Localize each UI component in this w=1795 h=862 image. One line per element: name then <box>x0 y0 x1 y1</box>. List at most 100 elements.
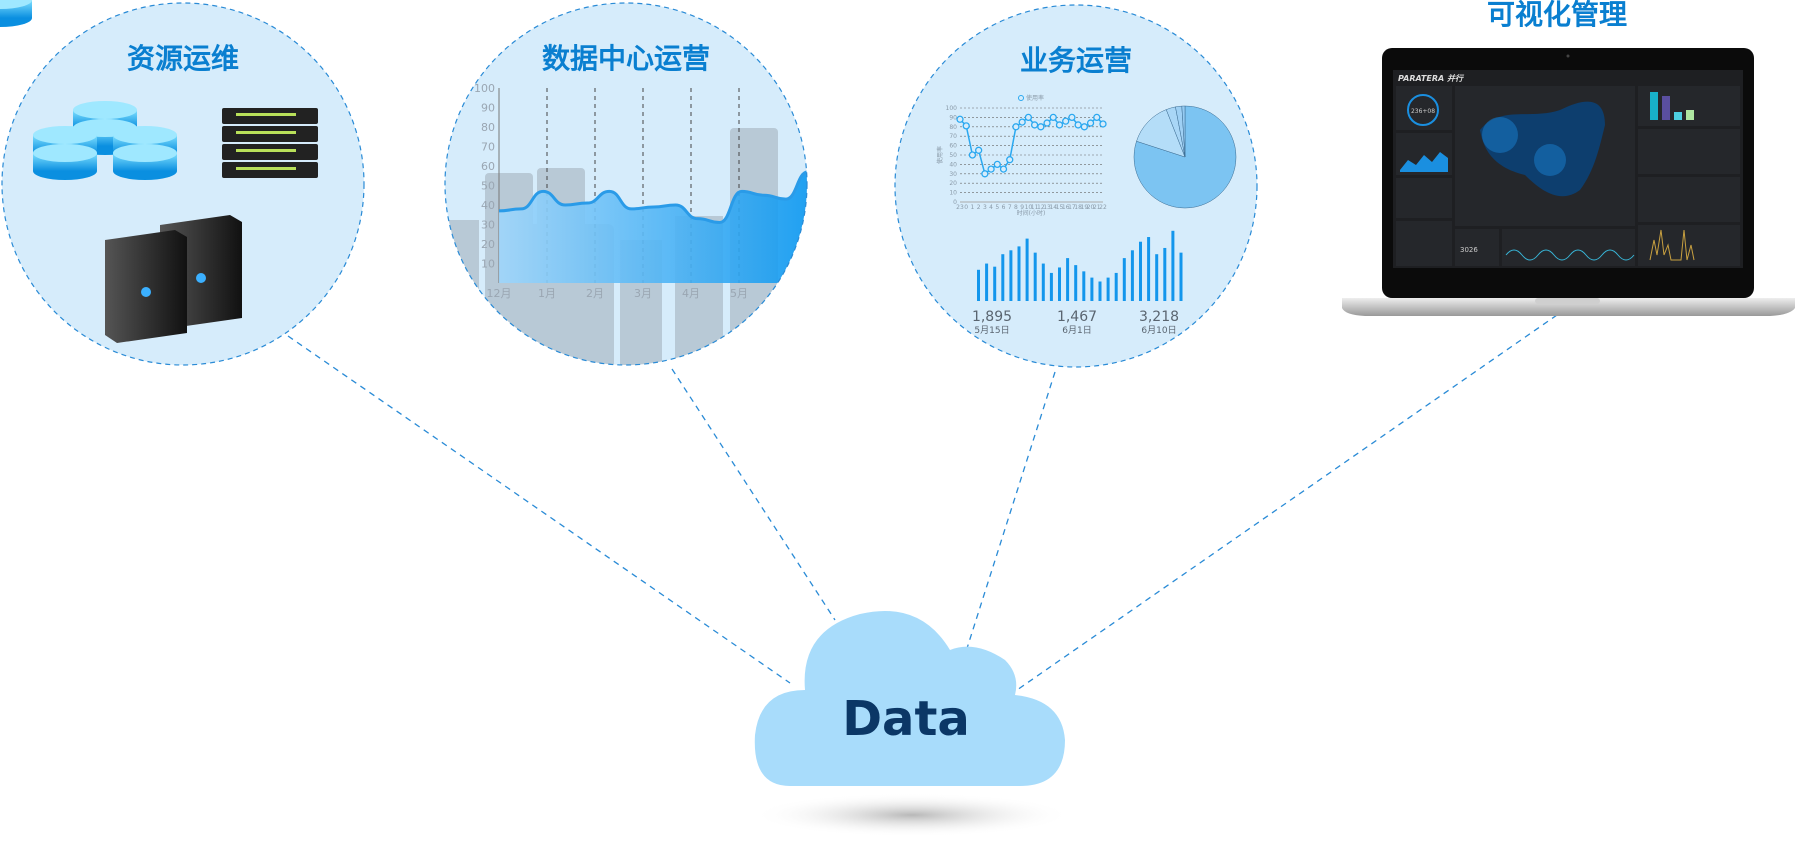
cloud-shadow <box>752 793 1072 837</box>
y-tick-label: 100 <box>474 82 495 95</box>
data-point <box>993 160 1001 169</box>
data-point <box>1018 118 1026 126</box>
x-tick-label: 2月 <box>586 287 604 300</box>
data-point <box>1062 117 1070 125</box>
x-tick-label: 21 <box>1093 204 1101 211</box>
bar <box>977 269 980 301</box>
data-point <box>962 122 970 130</box>
datacenter-circle-border <box>444 2 808 366</box>
bar <box>1009 250 1013 301</box>
y-tick-label: 80 <box>481 121 495 134</box>
gauge-value: 236+08 <box>1411 108 1435 115</box>
connector-visual <box>1016 314 1558 691</box>
x-tick-label: 8 <box>1014 204 1018 211</box>
bar <box>1106 277 1110 301</box>
x-tick-label: 2 <box>977 204 981 211</box>
server-tower-icon <box>105 215 242 343</box>
bar <box>1114 272 1118 301</box>
y-tick-label: 70 <box>481 141 495 154</box>
y-tick-label: 30 <box>481 219 495 232</box>
cloud-shape <box>754 610 1065 786</box>
data-point <box>1006 156 1014 164</box>
bar <box>1025 238 1029 301</box>
stat-date: 5月15日 <box>974 325 1009 336</box>
bar <box>1171 230 1175 301</box>
bar <box>1090 277 1094 301</box>
bar <box>1130 250 1134 301</box>
bar <box>1098 281 1102 301</box>
bar <box>1122 258 1126 301</box>
data-point <box>1012 123 1020 131</box>
x-tick-label: 1 <box>971 204 975 211</box>
business-stats: 1,895 5月15日 1,467 6月1日 3,218 6月10日 <box>972 309 1179 336</box>
network-switch-icon <box>222 108 318 178</box>
y-tick-label: 10 <box>949 190 957 197</box>
data-point <box>975 146 983 154</box>
x-tick-label: 3月 <box>634 287 652 300</box>
bar <box>1147 237 1151 301</box>
legend-label: 使用率 <box>1026 94 1044 102</box>
x-tick-label: 16 <box>1062 204 1070 211</box>
x-tick-label: 4 <box>989 204 993 211</box>
bar <box>1163 247 1167 301</box>
camera-icon <box>1566 54 1570 58</box>
legend-marker <box>1018 95 1024 101</box>
stat-value: 3,218 <box>1139 309 1179 325</box>
connector-resource <box>287 335 791 684</box>
x-tick-label: 6 <box>1002 204 1006 211</box>
connector-business <box>961 371 1056 665</box>
x-tick-label: 11 <box>1031 204 1039 211</box>
x-tick-label: 20 <box>1087 204 1095 211</box>
x-tick-label: 12月 <box>487 287 512 300</box>
data-point <box>956 115 964 123</box>
datacenter-title: 数据中心运营 <box>542 42 710 75</box>
database-icon <box>0 0 177 180</box>
y-tick-label: 60 <box>481 160 495 173</box>
x-tick-label: 12 <box>1037 204 1045 211</box>
cloud-label: Data <box>842 691 970 747</box>
data-cloud: Data <box>752 610 1072 837</box>
bar <box>1041 263 1045 301</box>
stat-value: 1,895 <box>972 309 1012 325</box>
bar <box>1001 254 1005 301</box>
business-node: 业务运营 使用率0102030405060708090100使用率时间(小时)2… <box>894 4 1258 368</box>
data-point <box>1043 119 1051 127</box>
bar <box>1049 272 1053 301</box>
area-line <box>498 170 807 225</box>
stat-date: 6月1日 <box>1062 325 1091 336</box>
resource-title: 资源运维 <box>127 42 239 75</box>
count-value: 3026 <box>1460 246 1478 254</box>
bar <box>1066 258 1070 301</box>
x-tick-label: 5月 <box>730 287 748 300</box>
data-point <box>1068 113 1076 122</box>
bar <box>1139 241 1142 301</box>
bar <box>1058 267 1061 301</box>
x-tick-label: 3 <box>983 204 987 211</box>
y-tick-label: 50 <box>481 180 495 193</box>
data-point <box>1093 113 1101 122</box>
data-point <box>1074 121 1082 129</box>
x-tick-label: 4月 <box>682 287 700 300</box>
visual-title: 可视化管理 <box>1487 0 1627 31</box>
x-tick-label: 14 <box>1049 204 1057 211</box>
data-point <box>1099 120 1107 128</box>
data-point <box>1037 123 1045 131</box>
stat-value: 1,467 <box>1057 309 1097 325</box>
business-bar-chart <box>977 230 1183 301</box>
y-tick-label: 50 <box>949 152 957 159</box>
laptop-base <box>1342 298 1795 316</box>
y-tick-label: 20 <box>949 180 957 187</box>
x-tick-label: 1月 <box>538 287 556 300</box>
laptop-dashboard: 可视化管理 PARATERA 并行 236+08 3026 <box>1342 0 1795 316</box>
y-tick-label: 70 <box>949 133 957 140</box>
x-tick-label: 5 <box>995 204 999 211</box>
y-tick-label: 10 <box>481 258 495 271</box>
business-title: 业务运营 <box>1020 44 1132 77</box>
pie-slice <box>1181 105 1186 158</box>
data-point <box>1086 119 1095 127</box>
connector-datacenter <box>671 368 836 621</box>
x-tick-label: 23 <box>956 204 964 211</box>
